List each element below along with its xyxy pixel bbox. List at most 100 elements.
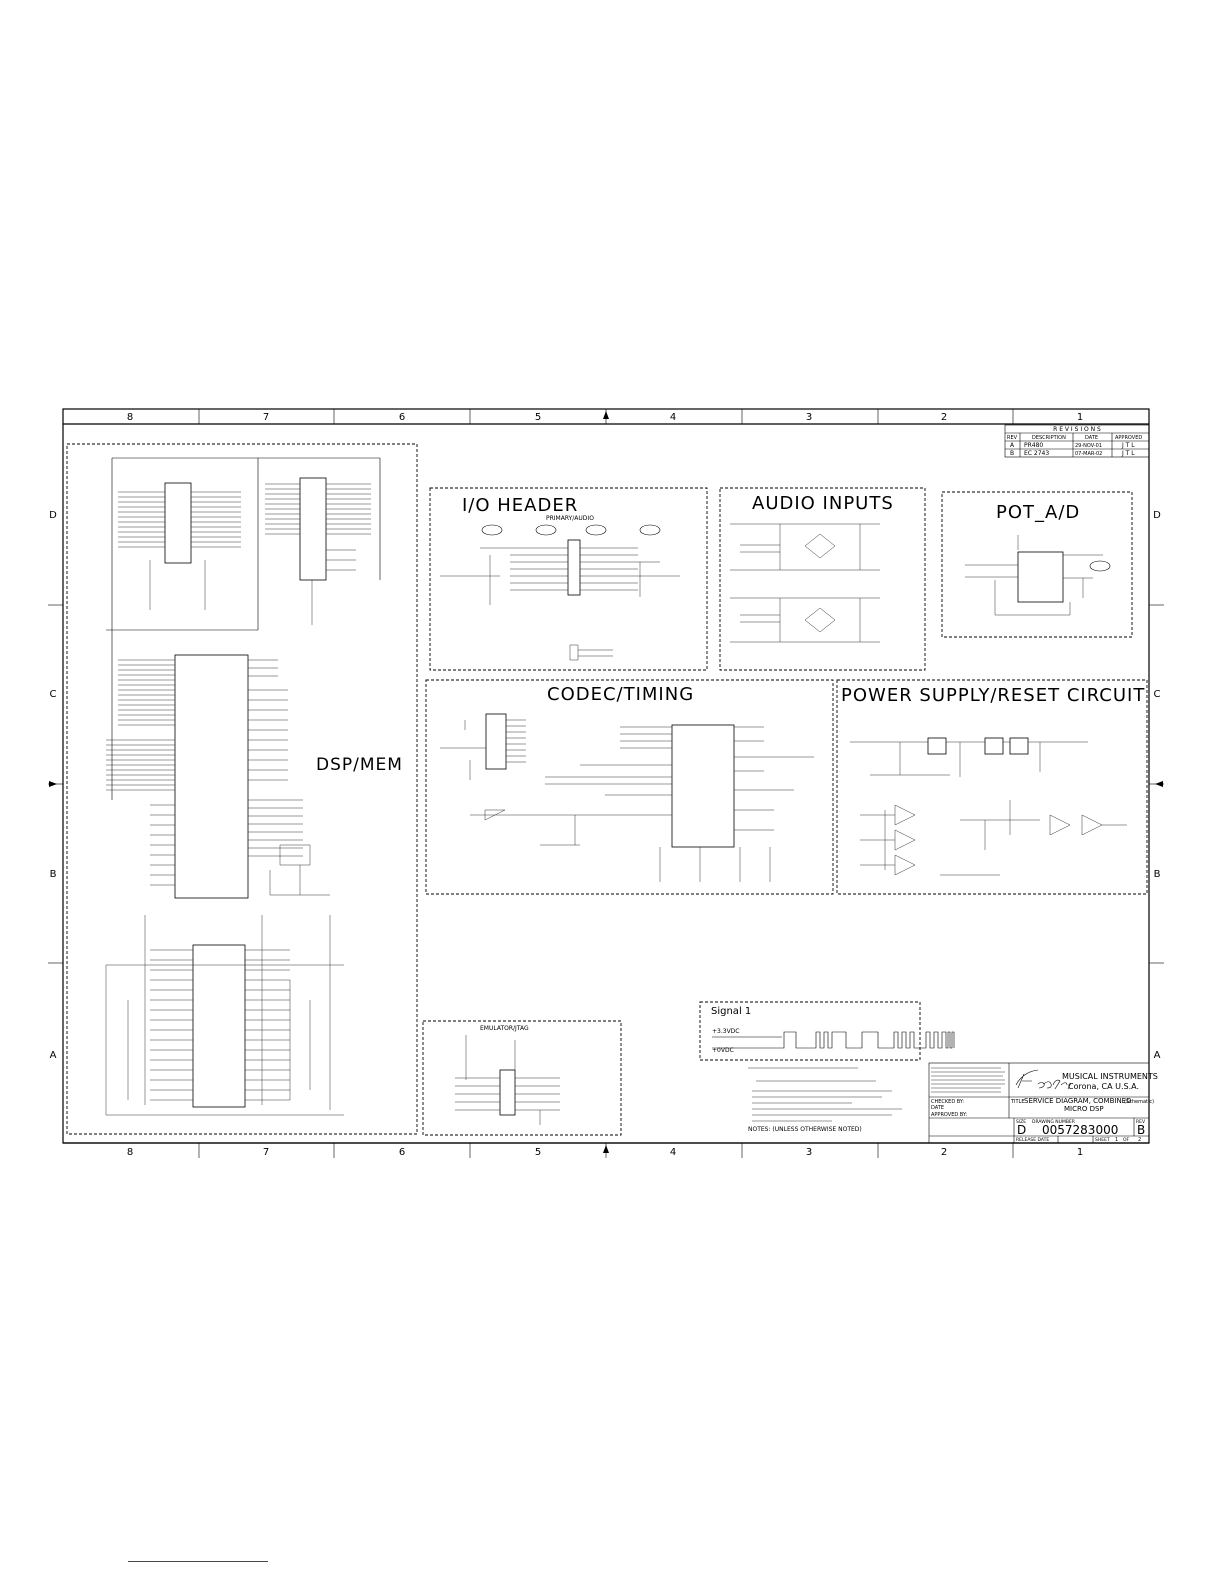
rev-row-a-date: 29-NOV-01 [1075, 443, 1102, 449]
of-label: OF [1123, 1137, 1130, 1143]
pot-ad-block: POT_A/D [941, 491, 1133, 638]
zone-col-4: 4 [670, 412, 676, 423]
zone-row-c-left: C [50, 689, 57, 700]
io-label-oval-2 [535, 524, 557, 536]
zone-row-b-right: B [1154, 869, 1161, 880]
revisions-title: R E V I S I O N S [1053, 426, 1101, 433]
date-label-1: DATE [931, 1105, 944, 1111]
approved-by-label: APPROVED BY: [931, 1112, 967, 1118]
power-supply-block: POWER SUPPLY/RESET CIRCUIT [836, 679, 1148, 895]
voltage-regulator-2 [984, 737, 1004, 755]
io-connector [567, 539, 581, 596]
rev-row-b-desc: EC 2743 [1024, 450, 1049, 457]
rev-value: B [1137, 1123, 1145, 1137]
rev-row-a-rev: A [1010, 442, 1015, 449]
zone-col-4-bottom: 4 [670, 1147, 676, 1158]
title-block: MUSICAL INSTRUMENTS Corona, CA U.S.A. CH… [928, 1062, 1158, 1144]
zone-col-6: 6 [399, 412, 405, 423]
jtag-lines [455, 1035, 560, 1125]
signal-waveform [712, 1031, 955, 1049]
audio-input-circuit-1 [730, 523, 880, 571]
codec-chip [671, 724, 735, 848]
zone-row-d-right: D [1153, 510, 1161, 521]
company-name: MUSICAL INSTRUMENTS [1062, 1072, 1158, 1081]
checked-by-label: CHECKED BY: [931, 1099, 964, 1105]
drawing-number-label: DRAWING NUMBER [1032, 1119, 1075, 1125]
sram-chip [299, 477, 327, 581]
sheet-number: 1 [1115, 1137, 1118, 1143]
io-header-subtitle: PRIMARY/AUDIO [546, 515, 594, 522]
rev-row-b-rev: B [1010, 450, 1014, 457]
zone-labels-right: D C B A [1153, 510, 1161, 1061]
drawing-title-line1: SERVICE DIAGRAM, COMBINED [1024, 1097, 1132, 1105]
signal-high-label: +3.3VDC [712, 1028, 739, 1035]
rev-header-rev: REV [1007, 435, 1018, 441]
zone-col-1: 1 [1077, 412, 1083, 423]
size-label: SIZE [1016, 1119, 1026, 1125]
zone-row-d-left: D [49, 510, 57, 521]
signal-low-label: +0VDC [712, 1047, 734, 1054]
dsp-chip [174, 654, 249, 899]
proprietary-notice-lines [931, 1067, 1005, 1093]
zone-col-2: 2 [941, 412, 947, 423]
signal-waveform-box: Signal 1 +3.3VDC +0VDC [699, 1001, 955, 1061]
io-header-title: I/O HEADER [462, 495, 578, 516]
notes-label: NOTES: (UNLESS OTHERWISE NOTED) [748, 1126, 862, 1133]
zone-labels-bottom: 8 7 6 5 4 3 2 1 [127, 1147, 1083, 1158]
emulator-jtag-block: EMULATOR/JTAG [422, 1020, 622, 1136]
sdram-chip [192, 944, 246, 1108]
revisions-table: R E V I S I O N S REV DESCRIPTION DATE A… [1004, 424, 1150, 458]
power-supply-title: POWER SUPPLY/RESET CIRCUIT [841, 685, 1145, 706]
zone-col-5-bottom: 5 [535, 1147, 541, 1158]
sheet-label: SHEET [1095, 1137, 1110, 1143]
zone-col-3: 3 [806, 412, 812, 423]
zone-row-c-right: C [1154, 689, 1161, 700]
zone-col-2-bottom: 2 [941, 1147, 947, 1158]
zone-row-a-left: A [50, 1050, 57, 1061]
io-connector-lines [440, 547, 680, 661]
zone-col-1-bottom: 1 [1077, 1147, 1083, 1158]
dsp-mem-block: DSP/MEM [66, 443, 418, 1135]
zone-row-a-right: A [1154, 1050, 1161, 1061]
sheet-total: 2 [1138, 1137, 1141, 1143]
io-label-oval-1 [481, 524, 503, 536]
sdram-pin-lines [105, 915, 344, 1116]
rev-label: REV [1136, 1119, 1146, 1125]
codec-lines [440, 719, 814, 882]
drawing-number: 0057283000 [1042, 1123, 1118, 1137]
size-value: D [1017, 1123, 1026, 1137]
rev-header-date: DATE [1085, 435, 1098, 441]
dsp-mem-title: DSP/MEM [316, 755, 403, 775]
signal-title: Signal 1 [711, 1006, 751, 1017]
pot-ad-lines [965, 535, 1103, 616]
notes-block: NOTES: (UNLESS OTHERWISE NOTED) [748, 1067, 902, 1133]
pot-adc-chip [1017, 551, 1064, 603]
jtag-connector [499, 1069, 516, 1116]
io-header-block: I/O HEADER PRIMARY/AUDIO [429, 487, 708, 671]
zone-labels-top: 8 7 6 5 4 3 2 1 [127, 412, 1083, 423]
regulator-3 [1009, 737, 1029, 755]
rev-header-description: DESCRIPTION [1032, 435, 1066, 441]
voltage-regulator-1 [927, 737, 947, 755]
zone-row-b-left: B [50, 869, 57, 880]
zone-labels-left: D C B A [49, 510, 57, 1061]
address-bus-lines [118, 483, 371, 625]
rev-row-b-approved: J T L [1121, 450, 1135, 457]
emulator-title: EMULATOR/JTAG [480, 1025, 529, 1032]
io-label-oval-3 [585, 524, 607, 536]
zone-col-3-bottom: 3 [806, 1147, 812, 1158]
audio-inputs-block: AUDIO INPUTS [719, 487, 926, 671]
pot-ad-title: POT_A/D [996, 502, 1080, 523]
fender-logo-icon [1015, 1069, 1072, 1090]
audio-input-circuit-2 [730, 597, 880, 643]
zone-col-8: 8 [127, 412, 133, 423]
rev-row-a-approved: J T L [1121, 442, 1135, 449]
company-location: Corona, CA U.S.A. [1068, 1082, 1139, 1091]
blue-underline-mark [128, 1561, 268, 1562]
zone-col-7: 7 [263, 412, 269, 423]
io-label-oval-4 [639, 524, 661, 536]
power-lines [850, 741, 1127, 876]
clock-divider-chip [485, 713, 507, 770]
flash-memory-chip [164, 482, 192, 564]
